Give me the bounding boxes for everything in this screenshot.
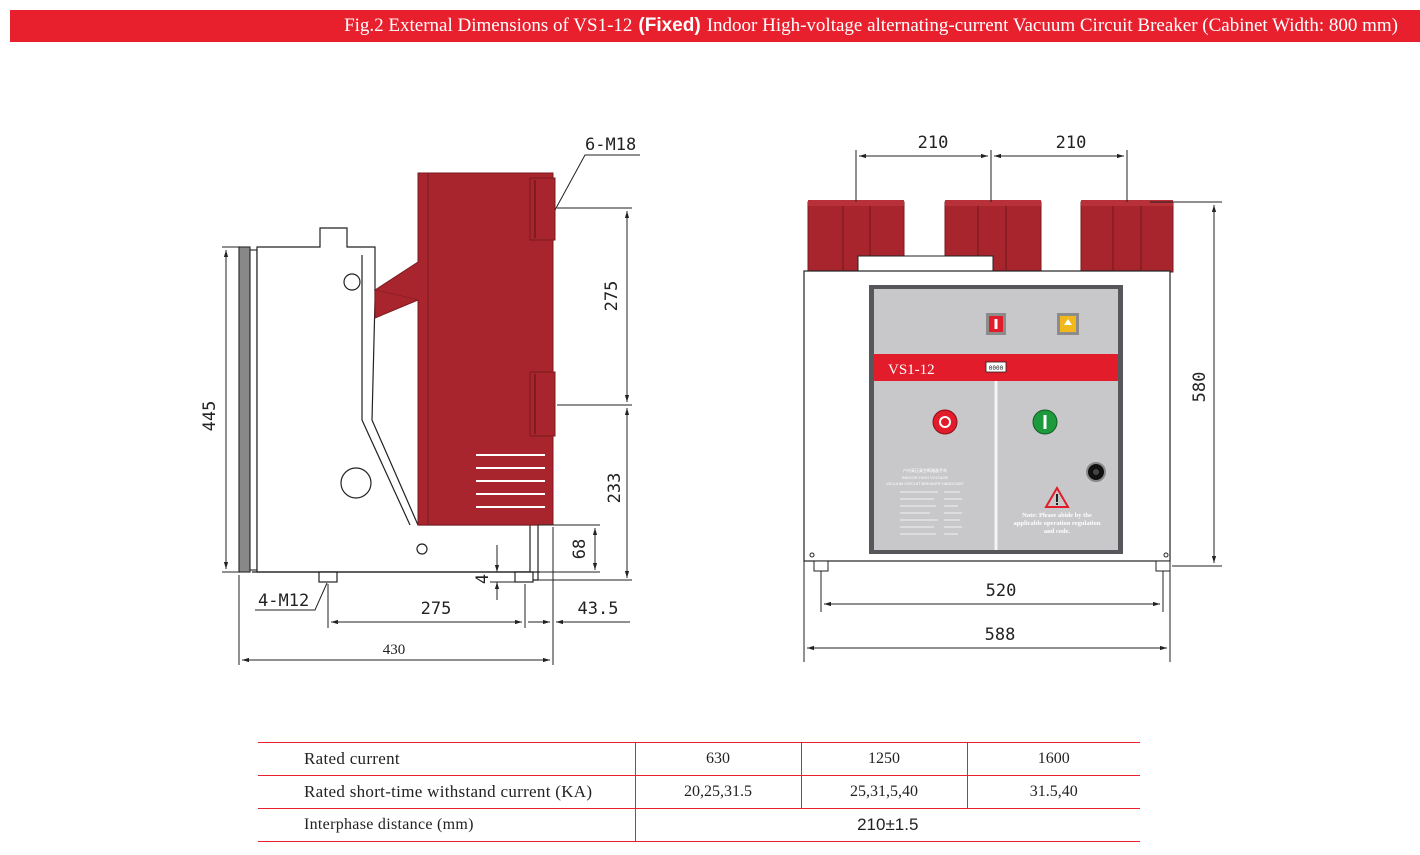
front-foot-right [1155, 560, 1171, 572]
label-445: 445 [200, 401, 220, 432]
front-contact-right [1080, 200, 1174, 273]
plate-title: 户内高压真空断路器手车 [903, 467, 947, 473]
row-label: Rated current [258, 742, 635, 776]
label-43-5: 43.5 [578, 599, 619, 619]
label-68: 68 [570, 539, 590, 559]
label-275-horizontal: 275 [421, 599, 452, 619]
cell-value: 1250 [800, 742, 967, 776]
side-bottom-hole [416, 543, 428, 555]
label-580: 580 [1190, 372, 1210, 403]
cell-value: 1600 [966, 742, 1140, 776]
plate-sub1: INDOOR HIGH VOLTAGE [902, 475, 949, 480]
table-row: Rated current 630 1250 1600 [258, 742, 1140, 776]
rating-plate: 户内高压真空断路器手车 INDOOR HIGH VOLTAGE VACUUM C… [886, 467, 964, 535]
side-top-hole [343, 273, 361, 291]
cell-value: 31.5,40 [966, 775, 1140, 809]
figure-title-bar: Fig.2 External Dimensions of VS1-12 (Fix… [10, 10, 1420, 42]
side-insulator [373, 172, 556, 526]
cell-value: 210±1.5 [634, 808, 1140, 842]
label-4: 4 [473, 574, 493, 584]
label-430: 430 [383, 642, 406, 658]
closed-indicator [986, 313, 1006, 335]
label-4-m12: 4-M12 [258, 591, 309, 611]
open-button[interactable] [932, 409, 958, 435]
cell-value: 630 [634, 742, 801, 776]
row-label: Rated short-time withstand current (KA) [258, 775, 635, 809]
note-line-1: Note: Please abide by the [1022, 512, 1092, 519]
plate-sub2: VACUUM CIRCUIT BREAKER HANDCART [886, 481, 964, 486]
front-view: VS1-12 0000 户内高压真空断路器手车 I [803, 200, 1174, 572]
model-label: VS1-12 [888, 362, 935, 378]
label-6-m18: 6-M18 [585, 135, 636, 155]
table-row: Interphase distance (mm) 210±1.5 [258, 808, 1140, 842]
title-part-1: Fig.2 External Dimensions of VS1-12 [344, 15, 633, 36]
label-210-left: 210 [918, 133, 949, 153]
cell-value: 25,31,5,40 [800, 775, 967, 809]
close-button[interactable] [1032, 409, 1058, 435]
counter-digits: 0000 [989, 365, 1004, 372]
label-210-right: 210 [1056, 133, 1087, 153]
label-275-vertical: 275 [602, 281, 622, 312]
label-233: 233 [605, 473, 625, 504]
label-520: 520 [986, 581, 1017, 601]
spring-indicator [1057, 313, 1079, 335]
note-line-3: and code. [1044, 528, 1071, 535]
title-part-2: (Fixed) [638, 15, 701, 36]
side-front-door [238, 246, 251, 573]
title-part-3: Indoor High-voltage alternating-current … [706, 15, 1398, 36]
note-line-2: applicable operation regulation [1014, 520, 1101, 527]
charging-socket[interactable] [1086, 462, 1106, 482]
side-foot-right [514, 571, 534, 583]
label-588: 588 [985, 625, 1016, 645]
spec-table: Rated current 630 1250 1600 Rated short-… [258, 742, 1140, 842]
side-mid-hole [340, 467, 372, 499]
front-foot-left [813, 560, 829, 572]
row-label: Interphase distance (mm) [258, 808, 635, 842]
side-dimension-labels: 6-M18 275 445 233 68 4 4-M12 275 43.5 43… [200, 135, 636, 658]
side-foot-left [318, 571, 338, 583]
cell-value: 20,25,31.5 [634, 775, 801, 809]
front-dimension-labels: 210 210 580 520 588 [918, 133, 1210, 645]
table-row: Rated short-time withstand current (KA) … [258, 775, 1140, 809]
operation-counter [985, 361, 1007, 373]
warning-icon [1044, 486, 1070, 508]
